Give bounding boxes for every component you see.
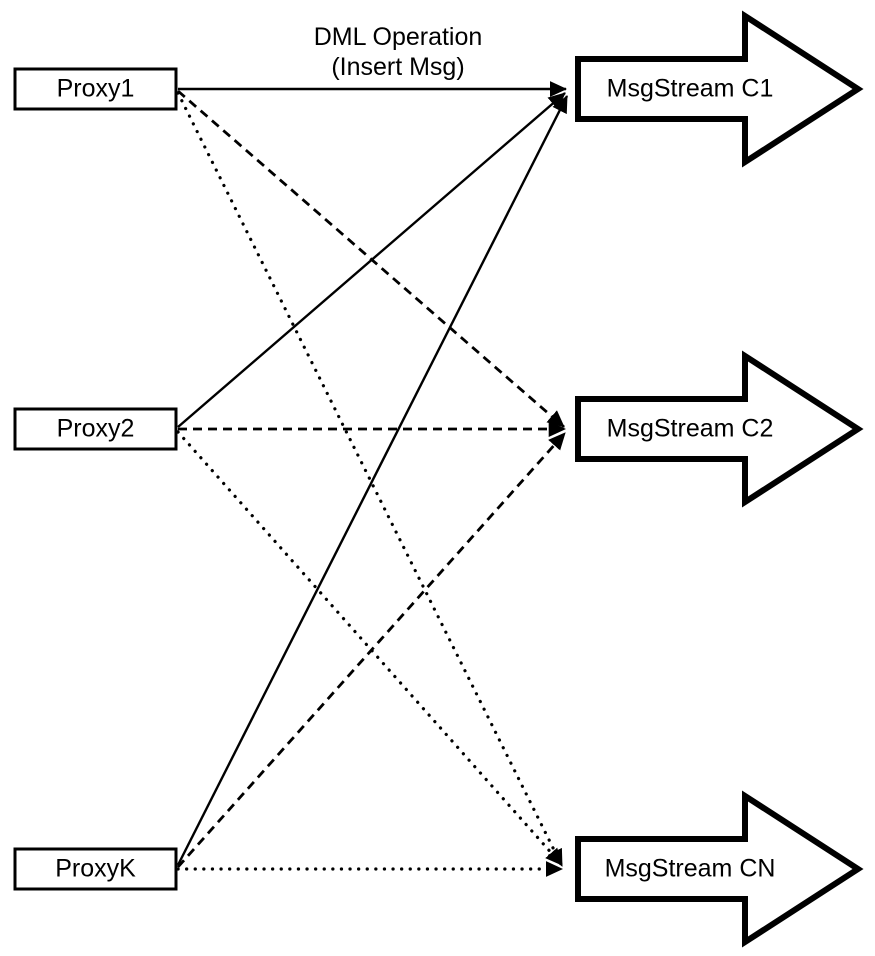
proxy2-label: Proxy2 (57, 415, 135, 443)
source-node-proxy1[interactable]: Proxy1 (13, 67, 178, 111)
proxyK-label: ProxyK (55, 855, 136, 883)
edge-caption: DML Operation (Insert Msg) (314, 23, 483, 81)
edge-caption-line1: DML Operation (314, 23, 483, 51)
edge-layer (176, 81, 569, 877)
edge-caption-line2: (Insert Msg) (331, 53, 464, 81)
target-node-msgstream-c1[interactable]: MsgStream C1 (575, 10, 864, 168)
msgstream-c1-arrow-shape[interactable] (575, 10, 864, 168)
target-node-msgstream-cn[interactable]: MsgStream CN (575, 790, 864, 948)
source-node-proxyK[interactable]: ProxyK (13, 847, 178, 891)
edge-proxy1-to-cn[interactable] (176, 91, 564, 868)
edge-proxyK-to-c1[interactable] (176, 95, 569, 866)
proxy2-box[interactable] (13, 407, 178, 451)
target-node-msgstream-c2[interactable]: MsgStream C2 (575, 350, 864, 508)
edge-proxy2-to-c1[interactable] (177, 92, 566, 428)
edge-proxy2-to-cn[interactable] (176, 430, 564, 867)
msgstream-c2-label: MsgStream C2 (607, 415, 774, 443)
proxy1-label: Proxy1 (57, 75, 135, 103)
msgstream-c1-label: MsgStream C1 (607, 75, 774, 103)
edge-proxyK-to-c2[interactable] (176, 432, 567, 868)
msgstream-c2-arrow-shape[interactable] (575, 350, 864, 508)
msgstream-cn-arrow-shape[interactable] (575, 790, 864, 948)
source-node-proxy2[interactable]: Proxy2 (13, 407, 178, 451)
msgstream-cn-label: MsgStream CN (605, 855, 776, 883)
proxy1-box[interactable] (13, 67, 178, 111)
proxyK-box[interactable] (13, 847, 178, 891)
